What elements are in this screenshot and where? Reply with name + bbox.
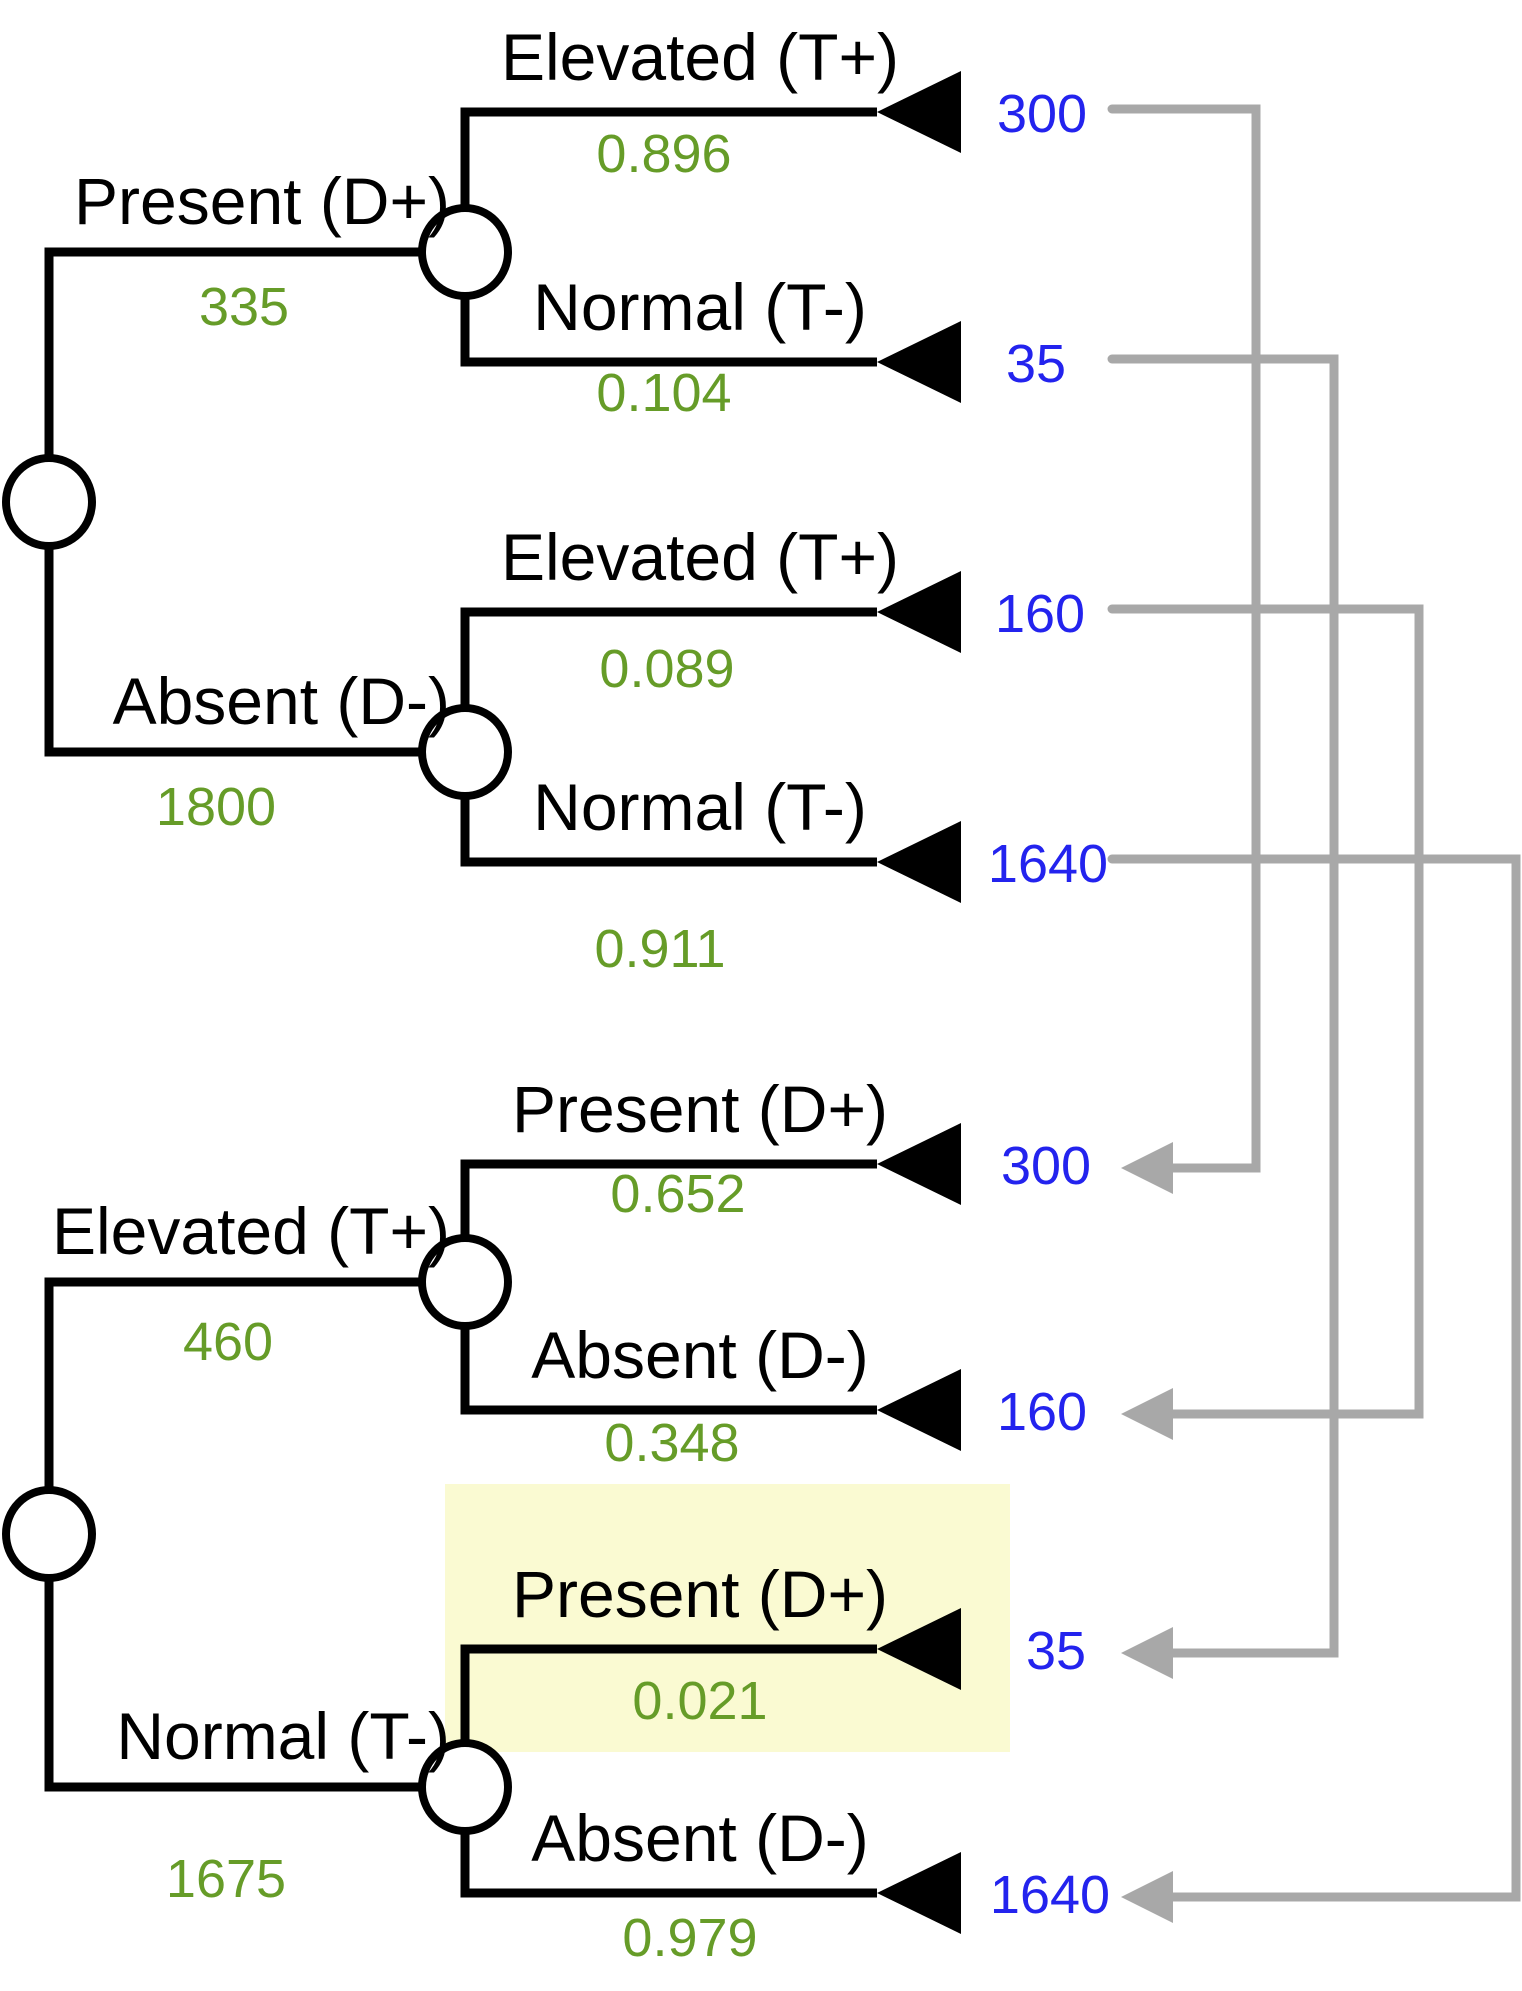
branch-label: Elevated (T+)	[501, 20, 899, 94]
probability-label: 0.089	[599, 639, 734, 699]
branch-line-absent	[44, 502, 428, 757]
branch-count: 1800	[156, 777, 276, 837]
branch-count: 335	[199, 277, 289, 337]
branch-label: Normal (T-)	[116, 1699, 450, 1773]
connector-line-35	[1107, 354, 1339, 1658]
branch-label: Elevated (T+)	[52, 1194, 450, 1268]
branch-label-highlighted: Present (D+)	[512, 1557, 888, 1631]
connector-arrowhead-160	[1121, 1388, 1173, 1440]
count-label: 35	[1026, 1621, 1086, 1681]
branch-count: 1675	[166, 1849, 286, 1909]
count-label: 1640	[988, 834, 1108, 894]
terminal-node-icon	[877, 1123, 961, 1205]
probability-label: 0.104	[596, 363, 731, 423]
branch-line-normal	[44, 1534, 428, 1792]
branch-label: Present (D+)	[74, 164, 450, 238]
count-label: 160	[995, 584, 1085, 644]
count-label: 35	[1006, 334, 1066, 394]
probability-label: 0.348	[604, 1413, 739, 1473]
terminal-node-icon	[877, 71, 961, 153]
branch-label: Absent (D-)	[531, 1318, 868, 1392]
terminal-node-icon	[877, 821, 961, 903]
count-label: 300	[1001, 1136, 1091, 1196]
branch-label: Present (D+)	[512, 1072, 888, 1146]
count-label: 1640	[990, 1865, 1110, 1925]
branch-count: 460	[183, 1312, 273, 1372]
chance-node-icon-elevated	[418, 1234, 512, 1330]
chance-node-icon-absent	[418, 704, 512, 800]
branch-label: Normal (T-)	[533, 770, 867, 844]
probability-label-highlighted: 0.021	[632, 1671, 767, 1731]
terminal-node-icon	[877, 321, 961, 403]
branch-label: Absent (D-)	[113, 664, 450, 738]
count-label: 300	[997, 84, 1087, 144]
probability-label: 0.911	[594, 919, 725, 979]
connector-arrowhead-35	[1121, 1627, 1173, 1679]
branch-label: Elevated (T+)	[501, 520, 899, 594]
branch-label: Absent (D-)	[531, 1801, 868, 1875]
connector-arrowhead-300	[1121, 1142, 1173, 1194]
highlight-box	[445, 1484, 1010, 1752]
chance-node-icon-present	[418, 204, 512, 300]
branch-line-present	[44, 247, 428, 502]
probability-label: 0.979	[622, 1908, 757, 1968]
terminal-node-icon	[877, 1369, 961, 1451]
chance-node-icon-normal	[418, 1739, 512, 1835]
terminal-node-icon	[877, 1608, 961, 1690]
terminal-node-icon	[877, 571, 961, 653]
branch-label: Normal (T-)	[533, 270, 867, 344]
probability-label: 0.896	[596, 124, 731, 184]
connector-line-1640	[1107, 854, 1521, 1902]
connector-line-300	[1107, 104, 1261, 1173]
connector-arrowhead-1640	[1121, 1871, 1173, 1923]
terminal-node-icon	[877, 1852, 961, 1934]
probability-label: 0.652	[610, 1164, 745, 1224]
count-label: 160	[997, 1382, 1087, 1442]
branch-line-elevated	[44, 1277, 428, 1534]
chance-node-icon-top-root	[2, 454, 96, 550]
chance-node-icon-bottom-root	[2, 1486, 96, 1582]
connector-line-160	[1107, 604, 1424, 1419]
